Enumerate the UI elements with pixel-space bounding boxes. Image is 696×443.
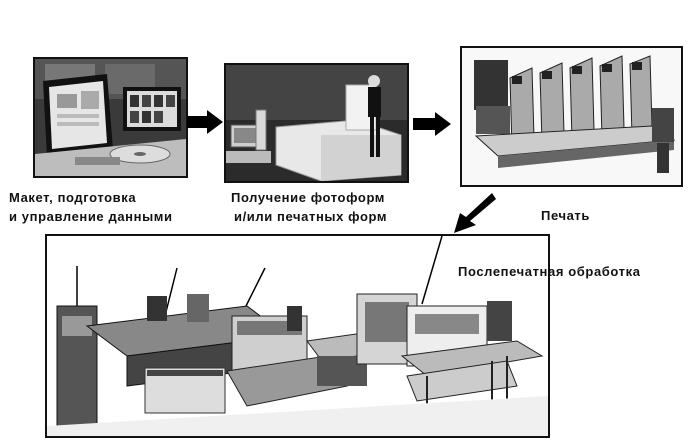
caption-line: и/или печатных форм (234, 209, 388, 224)
prepress-workstation-image (33, 57, 188, 178)
right-arrow-icon (413, 112, 451, 136)
workstation-illustration (35, 59, 186, 176)
platesetter-illustration (226, 65, 407, 181)
step-caption-post-press: Послепечатная обработка (458, 262, 641, 281)
post-press-finishing-image (45, 234, 550, 438)
printing-press-image (460, 46, 683, 187)
platesetter-image (224, 63, 409, 183)
step-caption-layout: Макет, подготовка и управление данными (9, 188, 173, 226)
caption-line: и управление данными (9, 209, 173, 224)
step-caption-plates: Получение фотоформ и/или печатных форм (231, 188, 387, 226)
right-arrow-icon (187, 110, 223, 134)
caption-line: Печать (541, 208, 590, 223)
printing-press-illustration (462, 48, 681, 185)
caption-line: Получение фотоформ (231, 190, 386, 205)
down-left-arrow-icon (454, 193, 496, 233)
finishing-line-illustration (47, 236, 548, 436)
step-caption-printing: Печать (541, 206, 590, 225)
caption-line: Послепечатная обработка (458, 264, 641, 279)
caption-line: Макет, подготовка (9, 190, 137, 205)
